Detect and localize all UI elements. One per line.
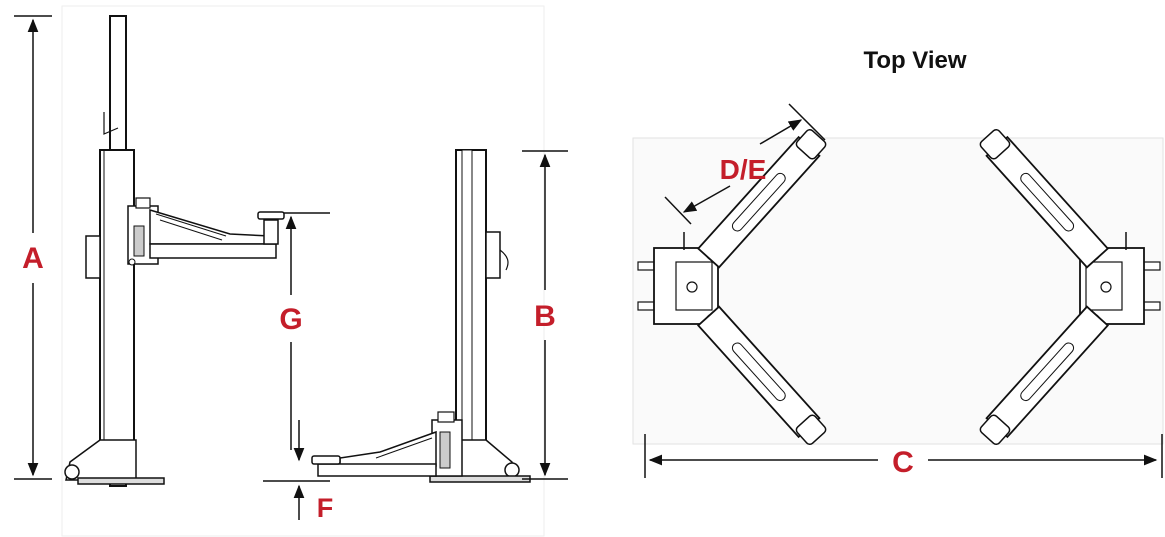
side-view <box>14 5 568 537</box>
label-f: F <box>317 493 334 523</box>
label-c: C <box>892 446 914 479</box>
dimension-de <box>664 103 826 225</box>
right-column <box>429 149 531 483</box>
top-view-title: Top View <box>863 47 966 74</box>
label-a: A <box>22 242 44 275</box>
top-view <box>632 103 1164 478</box>
lowered-arm <box>311 411 463 477</box>
top-right-arms <box>979 128 1110 446</box>
dimension-f <box>263 420 330 520</box>
top-left-arms <box>696 128 827 446</box>
dimension-a <box>14 15 52 480</box>
dimension-b <box>522 150 568 480</box>
label-b: B <box>534 300 556 333</box>
label-g: G <box>279 303 302 336</box>
raised-arm <box>127 197 285 266</box>
top-view-panel <box>632 137 1164 445</box>
dimension-g <box>284 212 330 450</box>
dimension-c <box>644 434 1163 478</box>
label-de: D/E <box>720 154 767 185</box>
left-column <box>64 15 165 487</box>
